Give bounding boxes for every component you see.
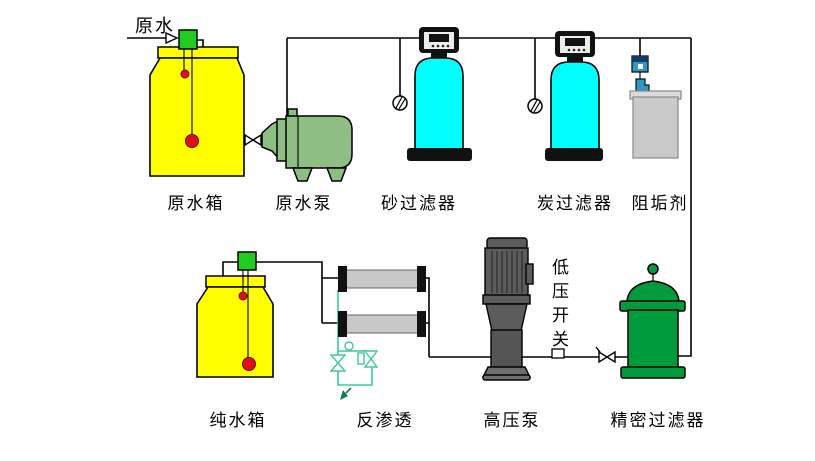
hp-motor-fins bbox=[491, 251, 523, 293]
pure-tank-lid bbox=[205, 275, 266, 288]
pipe-tank2-feed bbox=[255, 261, 340, 324]
drain-valve-icon bbox=[329, 354, 347, 372]
control-head-display bbox=[565, 38, 585, 46]
feed-arrow-icon bbox=[165, 31, 179, 45]
pump-body bbox=[285, 115, 353, 169]
control-head-buttons bbox=[567, 48, 586, 52]
high-pressure-pump bbox=[481, 237, 534, 381]
membrane-end-cap bbox=[417, 266, 426, 292]
hp-cone bbox=[485, 303, 528, 332]
raw-water-pump bbox=[261, 108, 353, 182]
control-head-display bbox=[429, 34, 449, 42]
label-reverse-osmosis: 反渗透 bbox=[356, 411, 414, 430]
precision-base bbox=[620, 366, 686, 379]
pipe-tank2-elbow bbox=[222, 261, 238, 276]
low-pressure-switch-icon bbox=[551, 348, 565, 359]
drain-arrow-icon bbox=[340, 387, 352, 400]
raw-tank-lid bbox=[157, 46, 239, 59]
membrane-end-cap bbox=[338, 266, 347, 292]
label-sand-filter: 砂过滤器 bbox=[381, 194, 457, 213]
dosing-pump-top bbox=[632, 56, 648, 62]
membrane-end-cap bbox=[338, 311, 347, 337]
float-ball bbox=[238, 291, 248, 301]
regulating-valve-icon bbox=[357, 350, 379, 368]
membrane-end-cap bbox=[417, 311, 426, 337]
ro-membranes bbox=[338, 266, 426, 337]
dosing-pump-dot bbox=[638, 64, 643, 69]
float-ball bbox=[180, 69, 190, 79]
label-carbon-filter: 炭过滤器 bbox=[537, 194, 613, 213]
precision-dome bbox=[626, 280, 680, 303]
carbon-filter-vessel bbox=[550, 61, 600, 153]
antiscalant-tank-body bbox=[632, 96, 679, 159]
pipe-right-drop bbox=[676, 38, 692, 357]
pump-foot bbox=[291, 167, 314, 182]
float-ball bbox=[242, 357, 256, 371]
precision-knob bbox=[647, 263, 659, 275]
label-antiscalant: 阻垢剂 bbox=[631, 194, 689, 213]
hp-terminal-box bbox=[525, 263, 534, 285]
precision-body bbox=[627, 309, 679, 369]
float-ball bbox=[185, 134, 199, 148]
hp-flange bbox=[482, 294, 531, 305]
carbon-filter-base bbox=[545, 148, 603, 161]
raw-tank-body bbox=[149, 57, 245, 177]
pure-water-tank bbox=[196, 251, 274, 378]
label-low-pressure-switch: 低压开关 bbox=[549, 258, 568, 354]
label-raw-water-tank: 原水箱 bbox=[167, 194, 225, 213]
inlet-valve-icon bbox=[595, 346, 616, 364]
carbon-filter bbox=[545, 31, 603, 161]
label-precision-filter: 精密过滤器 bbox=[610, 411, 706, 430]
label-raw-water-pump: 原水泵 bbox=[275, 194, 333, 213]
membrane-housing bbox=[345, 269, 420, 289]
pressure-gauge-icon bbox=[392, 95, 408, 111]
control-head-buttons bbox=[431, 44, 450, 48]
gpipe-drain-main bbox=[337, 290, 373, 386]
sand-filter-vessel bbox=[414, 57, 464, 153]
tank-outlet-valve-icon bbox=[244, 133, 262, 147]
float-valve-box bbox=[237, 251, 257, 271]
hp-base-plate bbox=[482, 374, 531, 381]
raw-water-tank bbox=[149, 29, 245, 177]
green-pipe-network bbox=[329, 290, 379, 400]
membrane-housing bbox=[345, 314, 420, 334]
label-pure-water-tank: 纯水箱 bbox=[209, 411, 267, 430]
pure-tank-body bbox=[196, 286, 274, 378]
sand-filter-base bbox=[407, 148, 472, 161]
dosing-injector bbox=[635, 78, 650, 93]
pressure-gauge-icon bbox=[527, 98, 543, 114]
label-feed: 原水 bbox=[135, 16, 175, 36]
antiscalant-unit bbox=[629, 55, 682, 159]
float-valve-box bbox=[178, 29, 198, 50]
pump-foot bbox=[325, 167, 348, 182]
precision-filter bbox=[619, 263, 686, 379]
hp-column bbox=[490, 329, 523, 369]
sand-filter bbox=[407, 27, 472, 161]
flow-indicator-icon bbox=[344, 341, 354, 351]
pipe-network bbox=[127, 37, 692, 358]
label-high-pressure-pump: 高压泵 bbox=[483, 411, 541, 430]
